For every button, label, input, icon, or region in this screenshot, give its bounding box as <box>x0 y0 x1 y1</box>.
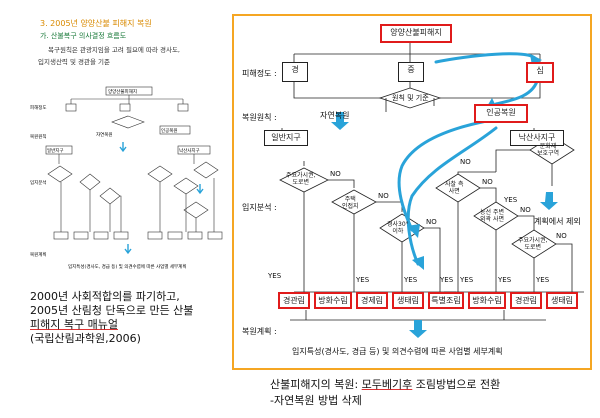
no-label-4: NO <box>460 158 471 166</box>
node-criteria: 원칙 및 기준 <box>392 94 429 102</box>
outcome-fireproof-forest: 방화수림 <box>314 292 352 309</box>
bottom-caption-line1: 산불피해지의 복원: 모두베기후 조림방법으로 전환 <box>270 376 500 392</box>
node-natural-restoration: 자연복원 <box>320 111 350 120</box>
label-site-analysis: 입지분석 : <box>242 203 277 212</box>
outcome-ecological-forest-2: 생태림 <box>546 292 578 309</box>
label-damage-level: 피해정도 : <box>242 69 277 78</box>
yes-label-4: YES <box>440 276 454 284</box>
decision-near-houses: 주택 인접지 <box>342 196 359 210</box>
no-label-5: NO <box>482 178 493 186</box>
bottom-caption-c: 조림방법으로 전환 <box>412 378 501 391</box>
decision-ridge-outer-slope: 능선 주변 외곽 사면 <box>480 209 504 223</box>
decision-main-view-2: 주요가시권, 도로변 <box>518 237 548 251</box>
left-caption-line2: 2005년 산림청 단독으로 만든 산불 <box>30 304 194 317</box>
mini-footer: 입지특성(경사도, 경급 등) 및 의견수렴에 따른 사업별 세부계획 <box>68 263 186 270</box>
no-label-1: NO <box>330 170 341 178</box>
label-principle: 복원원칙 : <box>242 113 277 122</box>
mini-coastal: 낙산사지구 <box>179 147 200 154</box>
no-label-6: NO <box>520 206 531 214</box>
decision-heritage-zone: 문화재 보호구역 <box>537 143 560 157</box>
doc-note-line2: 입지생산력 및 경관을 기준 <box>38 58 110 66</box>
outcome-economic-forest: 경제림 <box>356 292 388 309</box>
yes-label-2: YES <box>356 276 370 284</box>
mini-flowchart: 양양산불피해지 피해정도 복원원칙 일반지구 낙산사지구 자연복원 인공복원 입… <box>30 86 223 270</box>
footer-detailed-plan: 입지특성(경사도, 경급 등) 및 의견수렴에 따른 사업별 세부계획 <box>292 347 503 356</box>
outcome-landscape-forest: 경관림 <box>278 292 310 309</box>
doc-subtitle: 가. 산불복구 의사결정 흐름도 <box>40 32 127 40</box>
mini-top: 양양산불피해지 <box>108 88 137 95</box>
mini-general: 일반지구 <box>47 147 64 154</box>
label-restoration-plan: 복원계획 : <box>242 327 277 336</box>
left-caption-line1: 2000년 사회적합의를 파기하고, <box>30 290 180 303</box>
doc-note-line1: 복구원칙은 관광지임을 고려 필요에 따라 경사도, <box>48 46 180 54</box>
decision-temple-slope: 사찰 측 사면 <box>445 181 464 195</box>
yes-label-6: YES <box>498 276 512 284</box>
node-severe: 심 <box>526 62 554 83</box>
left-caption-line3: 피해지 복구 매뉴얼 <box>30 318 118 331</box>
node-artificial-restoration: 인공복원 <box>474 104 528 123</box>
mini-damage: 피해정도 <box>30 104 47 111</box>
no-label-3: NO <box>426 218 437 226</box>
mini-artificial: 인공복원 <box>161 127 178 134</box>
outcome-ecological-forest: 생태림 <box>392 292 424 309</box>
node-fire-damaged-area: 양양산불피해지 <box>380 24 452 43</box>
no-label-2: NO <box>378 192 389 200</box>
outcome-special-planting: 특별조림 <box>428 292 464 309</box>
outcome-landscape-forest-2: 경관림 <box>510 292 542 309</box>
node-excluded: 계획에서 제외 <box>534 217 581 226</box>
left-caption: 2000년 사회적합의를 파기하고, 2005년 산림청 단독으로 만든 산불 … <box>30 290 193 346</box>
mini-natural: 자연복원 <box>96 131 113 138</box>
left-caption-line4: (국립산림과학원,2006) <box>30 332 141 345</box>
flowchart-panel: 양양산불피해지 피해정도 : 경 중 심 원칙 및 기준 복원원칙 : 자연복원… <box>232 14 592 370</box>
yes-label-7: YES <box>536 276 550 284</box>
no-label-7: NO <box>556 232 567 240</box>
doc-title: 3. 2005년 양양산불 피해지 복원 <box>40 19 152 28</box>
mini-plan: 복원계획 <box>30 251 47 258</box>
node-naksansa-district: 낙산사지구 <box>510 130 564 146</box>
yes-label-5: YES <box>460 276 474 284</box>
node-medium: 중 <box>398 62 424 82</box>
yes-label-1: YES <box>268 272 282 280</box>
decision-main-view: 주요가시권, 도로변 <box>286 172 316 186</box>
node-light: 경 <box>282 62 308 82</box>
yes-label-3: YES <box>404 276 418 284</box>
bottom-caption-a: 산불피해지의 복원: <box>270 378 362 391</box>
bottom-caption-line2: -자연복원 방법 삭제 <box>270 394 362 407</box>
decision-slope-30: 경사30° 이하 <box>387 221 409 235</box>
mini-analysis: 입지분석 <box>30 179 47 186</box>
outcome-fireproof-forest-2: 방화수림 <box>468 292 506 309</box>
mini-principle: 복원원칙 <box>30 133 47 140</box>
node-general-district: 일반지구 <box>264 130 308 146</box>
bottom-caption-b: 모두베기후 <box>361 378 413 391</box>
yes-label-8: YES <box>504 196 518 204</box>
